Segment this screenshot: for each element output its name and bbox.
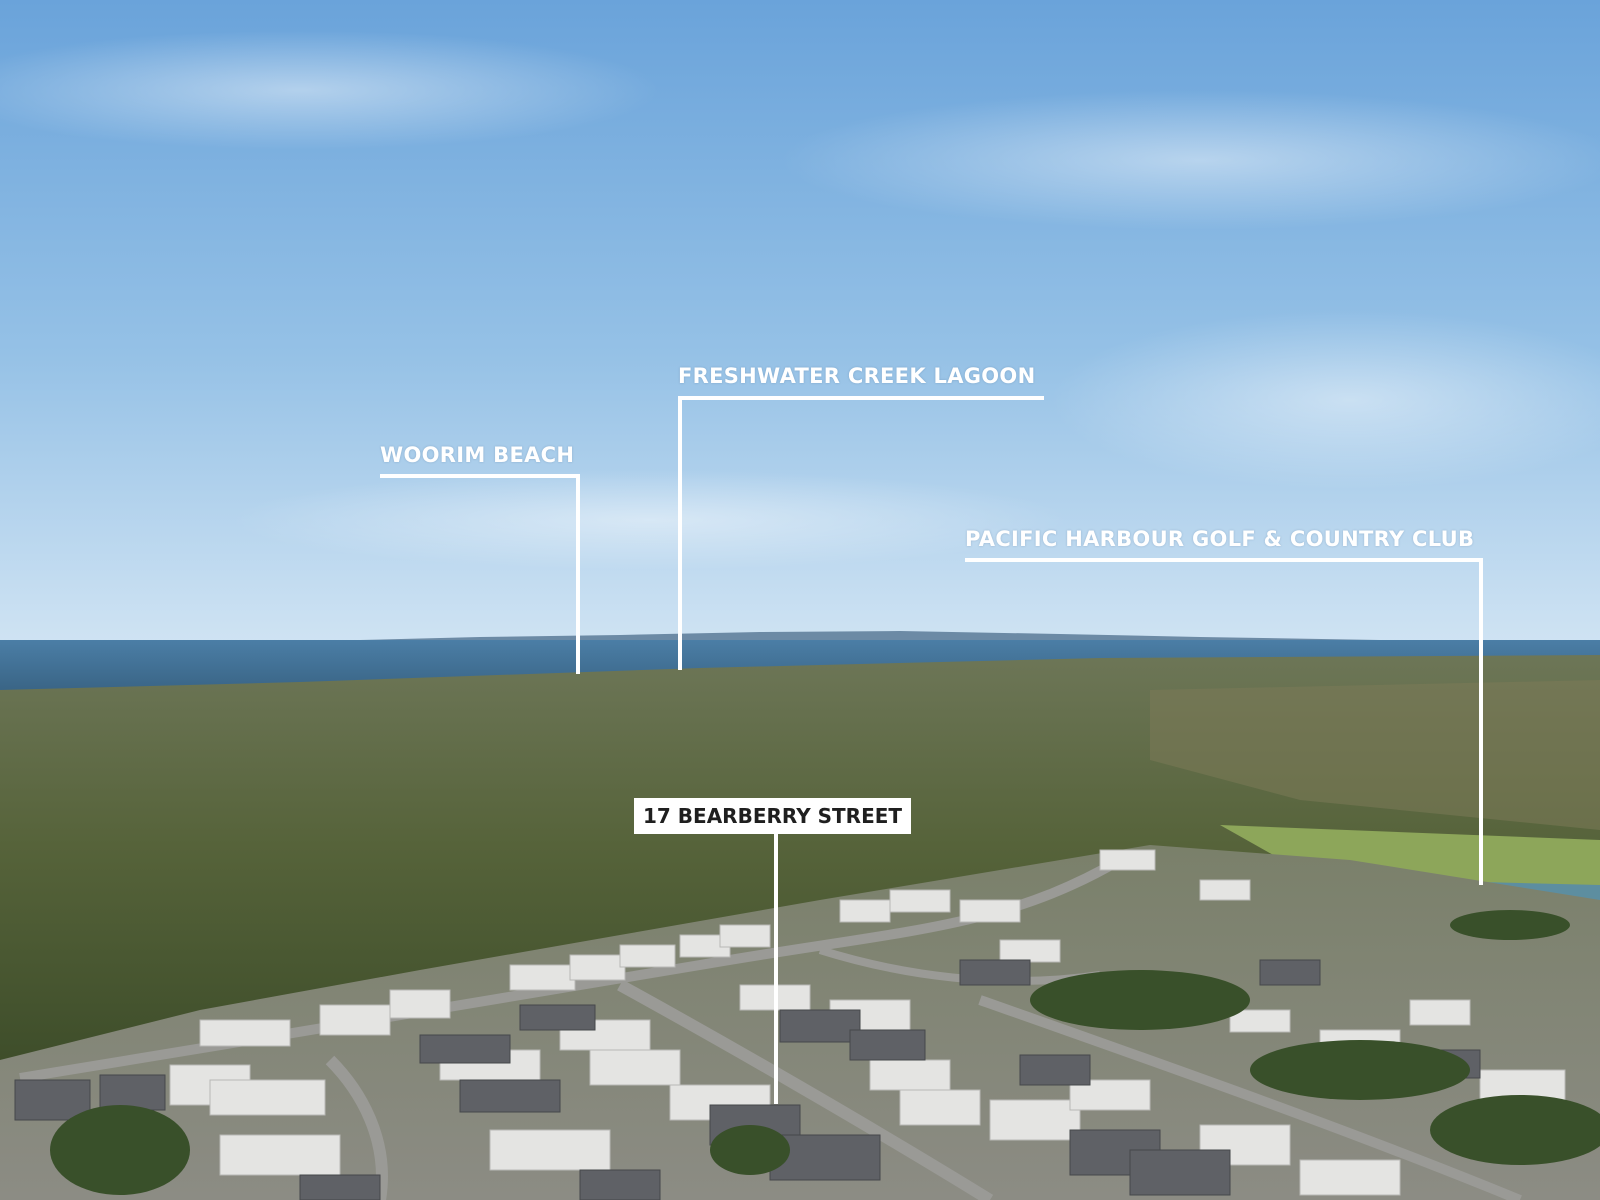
- island-silhouette: [360, 631, 1390, 642]
- callout-label-property: 17 BEARBERRY STREET: [634, 798, 912, 834]
- cloud: [0, 30, 660, 150]
- cloud: [1050, 310, 1600, 490]
- wetland: [1150, 680, 1600, 830]
- cloud: [230, 470, 1070, 570]
- callout-line-property-vertical: [774, 834, 778, 1104]
- callout-line-pacific-harbour: [965, 558, 1483, 562]
- callout-label-freshwater-creek-lagoon: FRESHWATER CREEK LAGOON: [678, 364, 1036, 388]
- callout-line-woorim-beach: [380, 474, 580, 478]
- callout-line-freshwater-creek-lagoon: [678, 396, 1044, 400]
- callout-label-pacific-harbour: PACIFIC HARBOUR GOLF & COUNTRY CLUB: [965, 527, 1475, 551]
- callout-line-freshwater-creek-lagoon-vertical: [678, 396, 682, 670]
- road: [325, 1055, 388, 1200]
- tree-clusters: [50, 910, 1600, 1195]
- road: [978, 995, 1522, 1200]
- callout-line-pacific-harbour-vertical: [1479, 558, 1483, 885]
- cloud: [780, 90, 1600, 230]
- callout-line-woorim-beach-vertical: [576, 474, 580, 674]
- road: [617, 979, 994, 1200]
- callout-label-woorim-beach: WOORIM BEACH: [380, 443, 575, 467]
